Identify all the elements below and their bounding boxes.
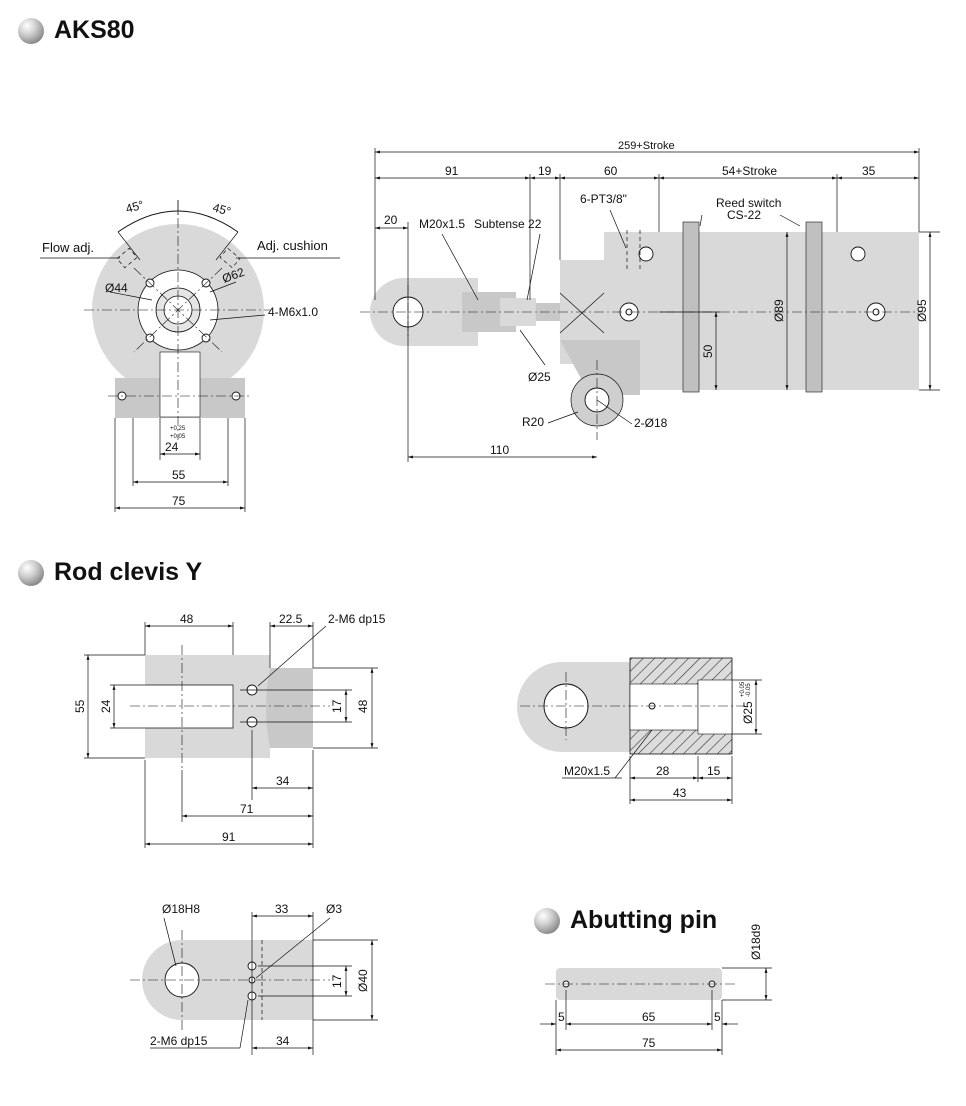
clevis-top-d71: 71 xyxy=(240,802,254,816)
clevis-top-d48: 48 xyxy=(180,612,194,626)
front-flow-adj: Flow adj. xyxy=(42,240,94,255)
side-d20: 20 xyxy=(384,213,398,227)
clevis-section-d28: 28 xyxy=(656,764,670,778)
side-r20: R20 xyxy=(522,415,544,429)
clevis-section-view: Ø25 +0.05 -0.05 M20x1.5 28 15 43 xyxy=(517,657,762,804)
side-d95: Ø95 xyxy=(915,299,929,322)
pin-d18d9: Ø18d9 xyxy=(749,924,763,960)
pin-view: Ø18d9 5 65 5 75 xyxy=(540,924,772,1055)
side-d91: 91 xyxy=(445,164,459,178)
pin-d65: 65 xyxy=(642,1010,656,1024)
clevis-section-m20: M20x1.5 xyxy=(564,764,610,778)
clevis-side-m6: 2-M6 dp15 xyxy=(150,1034,208,1048)
clevis-side-view: Ø18H8 33 Ø3 17 Ø40 2-M6 dp15 34 xyxy=(130,902,378,1055)
clevis-top-d17: 17 xyxy=(330,699,344,713)
front-angle-left: 45° xyxy=(124,198,145,216)
pin-d5b: 5 xyxy=(714,1010,721,1024)
clevis-side-d17: 17 xyxy=(330,974,344,988)
clevis-section-tol-bottom: -0.05 xyxy=(746,683,752,697)
front-adj-cushion: Adj. cushion xyxy=(257,238,328,253)
side-d89: Ø89 xyxy=(772,299,786,322)
front-view: 45° 45° Flow adj. Adj. cushion Ø44 Ø62 4… xyxy=(40,198,340,512)
side-total-length: 259+Stroke xyxy=(618,140,675,152)
heading-aks80: AKS80 xyxy=(18,16,135,45)
side-d110: 110 xyxy=(490,443,509,457)
side-d25: Ø25 xyxy=(528,370,551,384)
pin-d75: 75 xyxy=(642,1036,656,1050)
clevis-side-d33: 33 xyxy=(275,902,289,916)
front-dim55: 55 xyxy=(172,468,186,482)
side-d54: 54+Stroke xyxy=(722,164,777,178)
heading-abutting-pin-text: Abutting pin xyxy=(570,906,718,934)
clevis-top-m6: 2-M6 dp15 xyxy=(328,612,386,626)
side-reed2: CS-22 xyxy=(727,208,761,222)
bullet-icon xyxy=(534,907,560,934)
clevis-section-d25: Ø25 xyxy=(741,701,755,724)
clevis-side-d40: Ø40 xyxy=(356,969,370,992)
front-angle-right: 45° xyxy=(211,200,232,218)
clevis-top-d55: 55 xyxy=(73,699,87,713)
heading-rod-clevis-text: Rod clevis Y xyxy=(54,558,203,586)
clevis-section-tol-top: +0.05 xyxy=(740,681,746,697)
clevis-section-d15: 15 xyxy=(707,764,721,778)
front-tol-bottom: +0.05 xyxy=(170,434,186,440)
heading-abutting-pin: Abutting pin xyxy=(534,906,717,935)
side-d50: 50 xyxy=(701,344,715,358)
side-d35: 35 xyxy=(862,164,876,178)
front-tol-top: +0.25 xyxy=(170,426,186,432)
clevis-side-d18h8: Ø18H8 xyxy=(162,902,200,916)
clevis-top-thread xyxy=(266,668,313,748)
bullet-icon xyxy=(18,559,44,586)
side-m20: M20x1.5 xyxy=(419,217,465,231)
front-dim24: 24 xyxy=(165,440,179,454)
clevis-side-d3: Ø3 xyxy=(326,902,342,916)
front-m6: 4-M6x1.0 xyxy=(268,305,318,319)
clevis-side-d34: 34 xyxy=(276,1034,290,1048)
side-d18: 2-Ø18 xyxy=(634,416,668,430)
clevis-section-d43: 43 xyxy=(673,786,687,800)
clevis-top-d24: 24 xyxy=(99,699,113,713)
side-pt: 6-PT3/8" xyxy=(580,192,627,206)
front-d44: Ø44 xyxy=(105,281,128,295)
clevis-top-d48r: 48 xyxy=(356,699,370,713)
clevis-top-d34: 34 xyxy=(276,774,290,788)
side-subtense: Subtense 22 xyxy=(474,217,542,231)
heading-rod-clevis: Rod clevis Y xyxy=(18,558,202,587)
clevis-top-view: 48 22.5 2-M6 dp15 55 24 17 48 34 71 91 xyxy=(73,612,386,848)
front-dim75: 75 xyxy=(172,494,186,508)
heading-aks80-text: AKS80 xyxy=(54,16,135,44)
clevis-top-d225: 22.5 xyxy=(279,612,303,626)
pin-d5a: 5 xyxy=(558,1010,565,1024)
clevis-top-d91: 91 xyxy=(222,830,236,844)
side-view: 259+Stroke 91 19 60 54+Stroke 35 20 M20x… xyxy=(360,140,940,462)
side-d60: 60 xyxy=(604,164,618,178)
side-reed1: Reed switch xyxy=(716,196,781,210)
bullet-icon xyxy=(18,17,44,44)
side-d19: 19 xyxy=(538,164,552,178)
